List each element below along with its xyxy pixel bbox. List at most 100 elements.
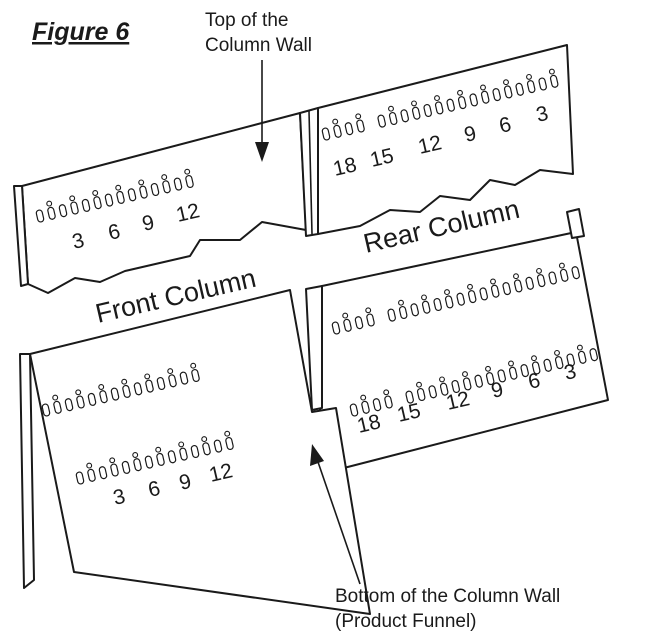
adjustment-slot: [127, 188, 137, 202]
adjustment-slot: [457, 96, 467, 110]
slot-hole: [144, 373, 151, 380]
slot-hole: [365, 307, 372, 314]
scale-number: 12: [416, 131, 444, 159]
slot-hole: [526, 73, 532, 80]
bottom-wall-label-line2: (Product Funnel): [335, 611, 477, 632]
slot-hole: [46, 200, 53, 207]
adjustment-slot: [520, 364, 529, 378]
adjustment-slot: [150, 182, 160, 197]
slot-hole: [75, 389, 82, 396]
adjustment-slot: [354, 316, 364, 330]
scale-number: 15: [368, 144, 396, 172]
slot-hole: [444, 289, 450, 296]
adjustment-slot: [469, 93, 478, 107]
adjustment-slot: [168, 374, 177, 388]
adjustment-slot: [398, 305, 408, 320]
bottom-front-slot-row: [41, 362, 234, 485]
adjustment-slot: [410, 303, 419, 317]
adjustment-slot: [571, 266, 580, 280]
adjustment-slot: [490, 284, 500, 298]
adjustment-slot: [531, 361, 541, 375]
slot-hole: [92, 190, 99, 196]
adjustment-slot: [144, 455, 154, 469]
adjustment-slot: [411, 106, 421, 120]
adjustment-slot: [538, 77, 547, 91]
adjustment-slot: [35, 209, 45, 223]
bottom-column-wall: [19, 208, 609, 615]
slot-hole: [480, 84, 486, 91]
adjustment-slot: [58, 204, 68, 218]
top-front-panel: [21, 112, 307, 294]
adjustment-slot: [525, 276, 534, 290]
adjustment-slot: [343, 318, 352, 332]
scale-number: 18: [355, 410, 383, 438]
adjustment-slot: [433, 297, 442, 312]
adjustment-slot: [121, 460, 131, 474]
adjustment-slot: [554, 356, 564, 370]
top-wall-arrowhead: [255, 142, 269, 162]
adjustment-slot: [173, 177, 183, 191]
bottom-rear-flange: [566, 208, 585, 239]
post-fold-line: [308, 110, 313, 235]
adjustment-slot: [543, 358, 552, 372]
adjustment-slot: [361, 400, 370, 414]
adjustment-slot: [444, 295, 454, 309]
slot-hole: [167, 368, 174, 375]
slot-hole: [554, 349, 560, 356]
adjustment-slot: [479, 287, 488, 301]
adjustment-slot: [41, 403, 51, 417]
adjustment-slot: [577, 350, 587, 364]
adjustment-slot: [344, 122, 354, 136]
top-rear-panel: [317, 44, 574, 235]
scale-number: 3: [111, 485, 128, 510]
top-wall-label-line2: Column Wall: [205, 35, 312, 56]
scale-number: 3: [534, 102, 551, 127]
figure-title: Figure 6: [32, 18, 130, 46]
adjustment-slot: [502, 282, 511, 296]
slot-hole: [411, 100, 417, 107]
adjustment-slot: [384, 395, 393, 409]
scale-number: 3: [562, 360, 579, 385]
slot-hole: [132, 452, 139, 458]
adjustment-slot: [497, 369, 506, 383]
adjustment-slot: [421, 300, 431, 314]
slot-hole: [513, 273, 519, 280]
slot-hole: [224, 430, 231, 437]
center-post-lower: [305, 285, 323, 411]
scale-number: 9: [462, 122, 479, 147]
adjustment-slot: [508, 366, 518, 380]
adjustment-slot: [122, 384, 131, 398]
adjustment-slot: [167, 450, 177, 464]
scale-number: 3: [70, 229, 87, 254]
slot-hole: [201, 436, 208, 443]
adjustment-slot: [423, 103, 432, 118]
slot-hole: [439, 376, 445, 383]
adjustment-slot: [145, 379, 154, 393]
scale-number: 9: [489, 378, 506, 403]
slot-hole: [52, 394, 59, 401]
bottom-front-scale: 3 6 9 12: [111, 459, 235, 510]
adjustment-slot: [356, 119, 365, 133]
scale-number: 6: [497, 113, 514, 138]
adjustment-slot: [446, 98, 455, 112]
adjustment-slot: [515, 82, 524, 96]
adjustment-slot: [99, 390, 108, 404]
scale-number: 12: [207, 459, 235, 487]
adjustment-slot: [474, 374, 483, 388]
bottom-wall-label-line1: Bottom of the Column Wall: [335, 586, 560, 607]
adjustment-slot: [139, 185, 148, 199]
adjustment-slot: [536, 274, 546, 288]
adjustment-slot: [566, 353, 575, 367]
slot-hole: [138, 179, 145, 186]
adjustment-slot: [53, 400, 62, 414]
adjustment-slot: [47, 206, 56, 220]
adjustment-slot: [589, 348, 598, 362]
slot-hole: [86, 462, 93, 469]
adjustment-slot: [321, 127, 331, 141]
scale-number: 6: [106, 220, 123, 245]
scale-number: 6: [146, 477, 163, 502]
adjustment-slot: [331, 321, 341, 335]
slot-hole: [115, 184, 122, 191]
